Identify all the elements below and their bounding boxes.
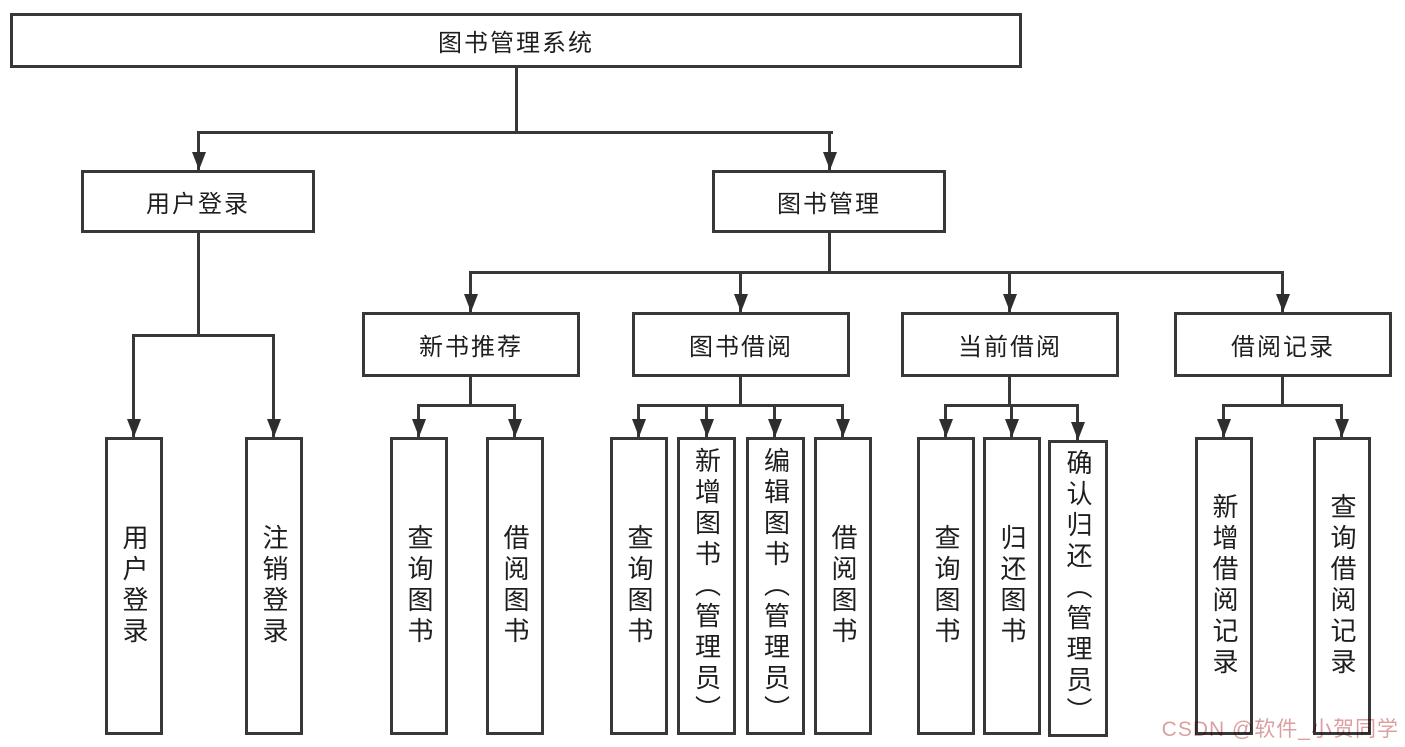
connector-line <box>739 271 742 312</box>
node-new-book-recommend: 新书推荐 <box>362 312 580 377</box>
leaf-query-borrow-record: 查询借阅记录 <box>1313 437 1371 735</box>
leaf-add-borrow-record: 新增借阅记录 <box>1195 437 1253 735</box>
node-label: 查询图书 <box>624 524 654 648</box>
connector-line <box>1008 377 1011 407</box>
node-label: 图书借阅 <box>689 334 793 361</box>
arrow-down-icon <box>192 152 206 170</box>
connector-line <box>1281 377 1284 407</box>
connector-line <box>197 131 833 134</box>
node-current-borrow: 当前借阅 <box>901 312 1119 377</box>
connector-line <box>515 68 518 134</box>
arrow-down-icon <box>768 419 782 437</box>
node-label: 归还图书 <box>997 524 1027 648</box>
node-label: 新书推荐 <box>419 334 523 361</box>
connector-line <box>469 271 1284 274</box>
node-label: 借阅记录 <box>1231 334 1335 361</box>
node-borrow-records: 借阅记录 <box>1174 312 1392 377</box>
node-label: 当前借阅 <box>958 334 1062 361</box>
arrow-down-icon <box>1217 419 1231 437</box>
leaf-add-books-admin: 新增图书（管理员） <box>677 437 736 735</box>
node-user-login: 用户登录 <box>81 170 315 233</box>
arrow-down-icon <box>1071 422 1085 440</box>
node-label: 查询图书 <box>931 524 961 648</box>
leaf-borrow-books-recommend: 借阅图书 <box>486 437 544 735</box>
node-label: 用户登录 <box>146 191 250 218</box>
arrow-down-icon <box>700 419 714 437</box>
connector-line <box>132 334 275 337</box>
connector-line <box>1281 271 1284 312</box>
node-label: 确认归还（管理员） <box>1063 449 1093 728</box>
connector-line <box>272 334 275 437</box>
connector-line <box>1008 271 1011 312</box>
node-label: 图书管理 <box>777 191 881 218</box>
arrow-down-icon <box>267 419 281 437</box>
connector-line <box>828 233 831 274</box>
arrow-down-icon <box>836 419 850 437</box>
connector-line <box>637 404 844 407</box>
node-book-borrow: 图书借阅 <box>632 312 850 377</box>
leaf-edit-books-admin: 编辑图书（管理员） <box>746 437 805 735</box>
csdn-watermark: CSDN @软件_小贺同学 <box>1161 718 1399 741</box>
arrow-down-icon <box>1003 294 1017 312</box>
leaf-user-login: 用户登录 <box>105 437 163 735</box>
arrow-down-icon <box>1005 419 1019 437</box>
arrow-down-icon <box>632 419 646 437</box>
leaf-query-books-borrow: 查询图书 <box>610 437 668 735</box>
arrow-down-icon <box>412 419 426 437</box>
connector-line <box>469 377 472 407</box>
node-label: 注销登录 <box>259 524 289 648</box>
connector-line <box>197 131 200 170</box>
node-label: 新增图书（管理员） <box>691 446 722 726</box>
connector-line <box>828 131 831 170</box>
connector-line <box>417 404 516 407</box>
leaf-return-books: 归还图书 <box>983 437 1041 735</box>
node-label: 借阅图书 <box>500 524 530 648</box>
connector-line <box>469 271 472 312</box>
leaf-logout-login: 注销登录 <box>245 437 303 735</box>
node-label: 查询借阅记录 <box>1327 493 1357 679</box>
node-label: 用户登录 <box>119 524 149 648</box>
leaf-query-books-recommend: 查询图书 <box>390 437 448 735</box>
arrow-down-icon <box>1335 419 1349 437</box>
leaf-query-books-current: 查询图书 <box>917 437 975 735</box>
connector-line <box>132 334 135 437</box>
node-label: 编辑图书（管理员） <box>760 446 791 726</box>
node-root: 图书管理系统 <box>10 13 1022 68</box>
connector-line <box>739 377 742 407</box>
node-label: 查询图书 <box>404 524 434 648</box>
arrow-down-icon <box>1276 294 1290 312</box>
arrow-down-icon <box>508 419 522 437</box>
node-label: 新增借阅记录 <box>1209 493 1239 679</box>
arrow-down-icon <box>464 294 478 312</box>
leaf-confirm-return-admin: 确认归还（管理员） <box>1048 440 1108 737</box>
arrow-down-icon <box>823 152 837 170</box>
connector-line <box>197 233 200 337</box>
node-label: 图书管理系统 <box>438 30 594 57</box>
node-book-management: 图书管理 <box>712 170 946 233</box>
arrow-down-icon <box>939 419 953 437</box>
arrow-down-icon <box>734 294 748 312</box>
leaf-borrow-books-borrow: 借阅图书 <box>814 437 872 735</box>
node-label: 借阅图书 <box>828 524 858 648</box>
arrow-down-icon <box>127 419 141 437</box>
connector-line <box>1222 404 1343 407</box>
